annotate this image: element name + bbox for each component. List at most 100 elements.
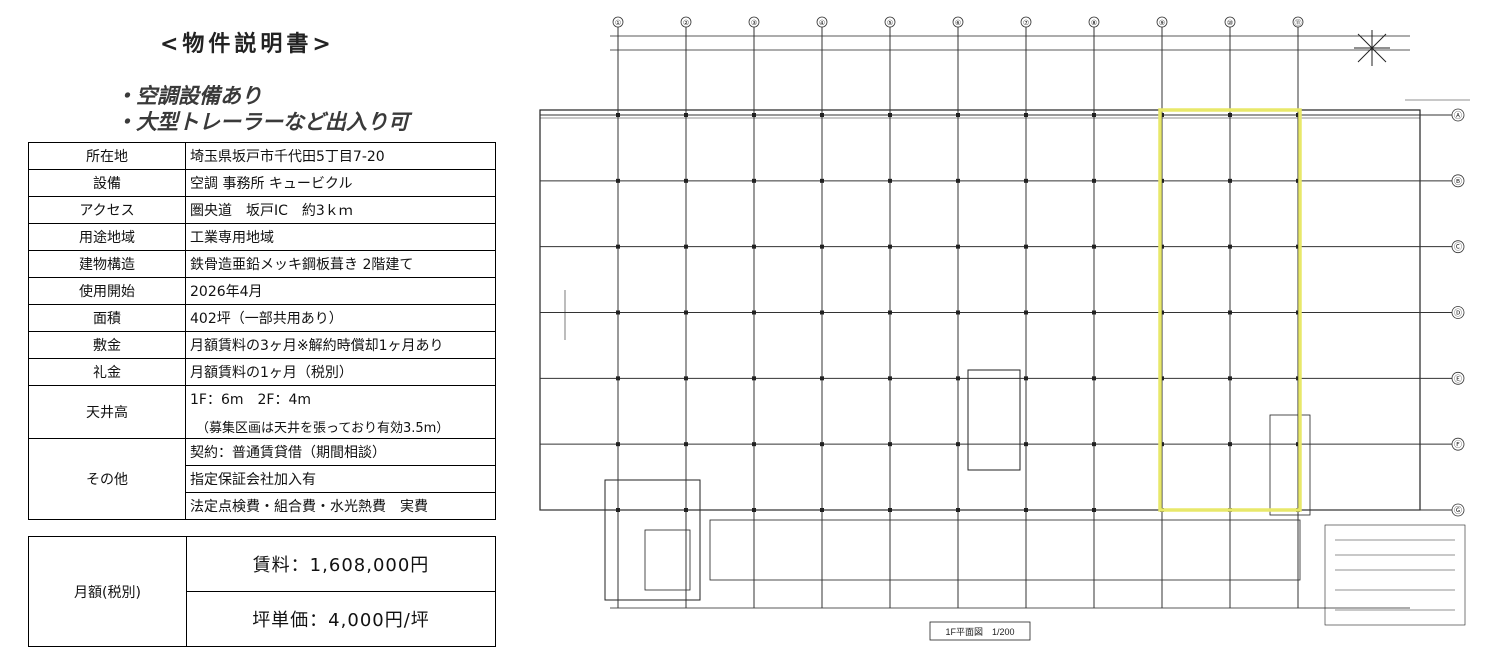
price-table: 月額(税別) 賃料：1,608,000円 坪単価：4,000円/坪: [28, 536, 496, 647]
structural-post: [1160, 244, 1164, 249]
structural-post: [616, 442, 620, 447]
grid-column-label: ④: [819, 19, 825, 27]
row-value: 月額賃料の1ヶ月（税別）: [185, 358, 496, 386]
table-row-other: 法定点検費・組合費・水光熱費 実費: [29, 492, 496, 520]
structural-post: [820, 310, 824, 315]
structural-post: [752, 178, 756, 183]
structural-post: [684, 113, 688, 117]
structural-post: [1160, 113, 1164, 117]
structural-post: [956, 442, 960, 447]
grid-row-marker: [1451, 108, 1465, 122]
row-value: 空調 事務所 キュービクル: [185, 169, 496, 197]
rental-area-highlight: [1158, 108, 1302, 512]
table-row: 設備空調 事務所 キュービクル: [28, 169, 496, 197]
ceiling-line2: （募集区画は天井を張っており有効3.5m）: [196, 420, 450, 436]
structural-post: [616, 113, 620, 117]
grid-column-marker: [612, 16, 624, 28]
structural-post: [1296, 244, 1300, 249]
row-label: 敷金: [28, 331, 186, 359]
structural-post: [820, 508, 824, 512]
row-value: 鉄骨造亜鉛メッキ鋼板葺き 2階建て: [185, 250, 496, 278]
row-label: 用途地域: [28, 223, 186, 251]
grid-column-label: ①: [615, 19, 621, 27]
row-value: 402坪（一部共用あり）: [185, 304, 496, 332]
structural-post: [752, 508, 756, 512]
structural-post: [1024, 442, 1028, 447]
structural-post: [888, 508, 892, 512]
structural-post: [1092, 442, 1096, 447]
structural-post: [888, 310, 892, 315]
rent-value: 賃料：1,608,000円: [186, 536, 496, 592]
structural-post: [1092, 508, 1096, 512]
structural-post: [1296, 178, 1300, 183]
structural-post: [1228, 376, 1232, 381]
structural-post: [1228, 178, 1232, 183]
structural-post: [956, 244, 960, 249]
table-row: アクセス圏央道 坂戸IC 約3ｋｍ: [28, 196, 496, 224]
table-row: 建物構造鉄骨造亜鉛メッキ鋼板葺き 2階建て: [28, 250, 496, 278]
feature-trailer: ・大型トレーラーなど出入り可: [115, 110, 409, 134]
structural-post: [888, 113, 892, 117]
structural-post: [752, 244, 756, 249]
table-row: 用途地域工業専用地域: [28, 223, 496, 251]
structural-post: [1296, 376, 1300, 381]
structural-post: [1160, 442, 1164, 447]
structural-post: [684, 178, 688, 183]
structural-post: [1296, 310, 1300, 315]
grid-row-label: Ⓐ: [1454, 111, 1462, 120]
structural-post: [684, 376, 688, 381]
grid-column-marker: [1224, 16, 1236, 28]
structural-post: [684, 508, 688, 512]
structural-post: [1296, 442, 1300, 447]
structural-post: [820, 244, 824, 249]
structural-post: [1092, 376, 1096, 381]
structural-post: [956, 178, 960, 183]
grid-row-label: Ⓔ: [1454, 374, 1462, 383]
structural-post: [684, 442, 688, 447]
row-label: 設備: [28, 169, 186, 197]
grid-row-label: Ⓑ: [1454, 177, 1462, 186]
grid-column-marker: [952, 16, 964, 28]
structural-post: [1024, 113, 1028, 117]
grid-row-label: Ⓕ: [1454, 440, 1462, 449]
row-label: 使用開始: [28, 277, 186, 305]
table-row: 所在地埼玉県坂戸市千代田5丁目7-20: [28, 142, 496, 170]
row-value: 月額賃料の3ヶ月※解約時償却1ヶ月あり: [185, 331, 496, 359]
structural-post: [888, 442, 892, 447]
plan-caption: 1F平面図 1/200: [945, 627, 1014, 637]
grid-row-label: Ⓖ: [1454, 506, 1462, 515]
structural-post: [1228, 310, 1232, 315]
structural-post: [888, 244, 892, 249]
structural-post: [616, 244, 620, 249]
structural-post: [1024, 244, 1028, 249]
grid-row-label: Ⓓ: [1454, 309, 1462, 318]
other-line: 法定点検費・組合費・水光熱費 実費: [185, 492, 496, 520]
structural-post: [1024, 376, 1028, 381]
structural-post: [1092, 178, 1096, 183]
structural-post: [888, 376, 892, 381]
structural-post: [956, 310, 960, 315]
grid-column-label: ⑧: [1091, 19, 1097, 27]
structural-post: [1092, 113, 1096, 117]
structural-post: [684, 244, 688, 249]
row-value: 埼玉県坂戸市千代田5丁目7-20: [185, 142, 496, 170]
grid-row-marker: [1451, 174, 1465, 188]
structural-post: [1024, 178, 1028, 183]
grid-column-label: ⑨: [1159, 19, 1165, 27]
table-row: 敷金月額賃料の3ヶ月※解約時償却1ヶ月あり: [28, 331, 496, 359]
grid-column-marker: [884, 16, 896, 28]
grid-row-label: Ⓒ: [1454, 243, 1462, 252]
grid-column-marker: [680, 16, 692, 28]
row-label: 面積: [28, 304, 186, 332]
row-label: 所在地: [28, 142, 186, 170]
structural-post: [752, 113, 756, 117]
grid-column-marker: [1088, 16, 1100, 28]
grid-row-marker: [1451, 240, 1465, 254]
structural-post: [820, 178, 824, 183]
tsubo-price-value: 坪単価：4,000円/坪: [186, 591, 496, 647]
structural-post: [752, 376, 756, 381]
other-label: その他: [28, 438, 186, 520]
